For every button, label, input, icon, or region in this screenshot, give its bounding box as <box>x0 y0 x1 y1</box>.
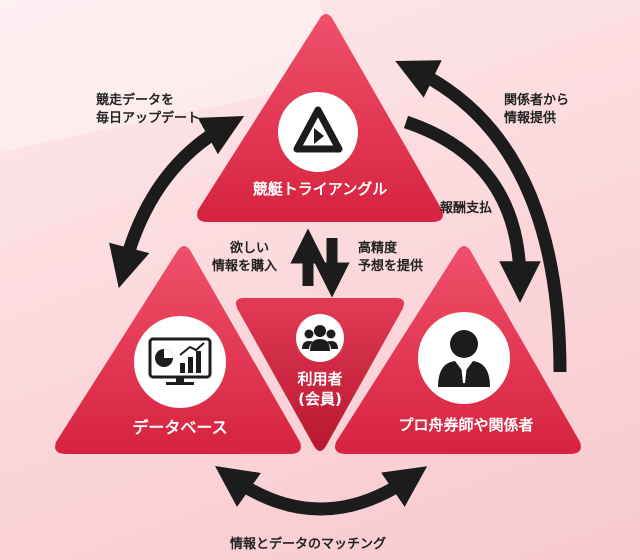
arrow-right-to-top-outer <box>395 60 567 373</box>
center-icon-circle <box>296 314 344 362</box>
note-bottom: 情報とデータのマッチング <box>230 537 387 552</box>
node-left-label: データベース <box>132 418 228 437</box>
group-icon <box>302 325 338 351</box>
arrow-top-to-right-inner <box>403 115 541 303</box>
node-center-label-line1: 利用者 <box>297 370 343 388</box>
play-logo-icon <box>293 106 343 153</box>
note-want-line2: 情報を購入 <box>212 259 278 274</box>
note-top-right-line1: 関係者から <box>504 93 570 108</box>
node-right-label: プロ舟券師や関係者 <box>398 416 534 434</box>
top-logo-circle <box>278 92 358 172</box>
node-top-label: 競艇トライアングル <box>252 180 388 198</box>
note-want-line1: 欲しい <box>230 241 270 256</box>
left-icon-circle <box>134 316 226 408</box>
node-center-label-line2: (会員) <box>298 390 342 408</box>
note-predict-line1: 高精度 <box>358 241 398 256</box>
dashboard-chart-icon <box>148 337 212 385</box>
triangle-center <box>236 298 404 451</box>
note-top-left-line2: 毎日アップデート <box>96 111 201 126</box>
note-top-right-line2: 情報提供 <box>504 111 557 126</box>
arrow-top-left <box>109 115 245 289</box>
note-top-left-line1: 競走データを <box>96 93 175 108</box>
person-icon <box>438 330 490 387</box>
arrow-bottom <box>214 466 428 516</box>
right-icon-circle <box>418 312 510 404</box>
note-payment: 報酬支払 <box>440 201 493 216</box>
note-predict-line2: 予想を提供 <box>358 259 424 274</box>
